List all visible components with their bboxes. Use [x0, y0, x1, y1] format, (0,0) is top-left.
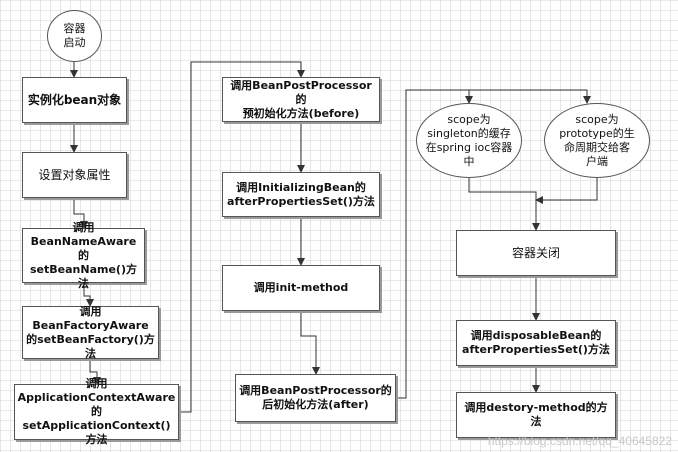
edge-bppafter-to-scopeprototype [406, 89, 591, 104]
set-properties-label: 设置对象属性 [38, 168, 111, 182]
aca-line3: setApplicationContext()方法 [22, 419, 171, 446]
ss-line3: 在spring ioc容器 [425, 140, 513, 154]
db-line2: afterPropertiesSet()方法 [462, 343, 610, 356]
ib-line1: 调用InitializingBean的 [236, 180, 366, 194]
edge-beanfactoryaware-to-appcontextaware [89, 359, 101, 385]
aca-line1: 调用 [85, 377, 108, 390]
bna-line2: BeanNameAware的 [30, 234, 137, 262]
ss-line2: singleton的缓存 [427, 126, 511, 140]
ss-line4: 中 [463, 154, 475, 168]
bppa-line1: 调用BeanPostProcessor的 [239, 384, 392, 397]
container-start-node: 容器启动 [47, 10, 102, 62]
bppa-line2: 后初始化方法(after) [262, 398, 369, 411]
bfa-line2: 的setBeanFactory()方 [26, 332, 155, 346]
set-properties-node: 设置对象属性 [22, 152, 127, 198]
instantiate-label: 实例化bean对象 [27, 93, 122, 107]
bppb-line1: 调用BeanPostProcessor的 [230, 78, 372, 106]
destroy-method-node: 调用destory-method的方法 [456, 392, 616, 438]
edge-beannameaware-to-beanfactoryaware [83, 283, 94, 307]
init-method-node: 调用init-method [222, 265, 380, 311]
sp-line3: 命周期交给客 [563, 140, 630, 154]
start-line1: 容器 [63, 22, 86, 35]
bfa-line1: 调用BeanFactoryAware [32, 304, 149, 332]
edge-appcontextaware-to-bppbefore [179, 61, 305, 413]
edge-setprops-to-beannameaware [73, 198, 88, 229]
destroy-method-label: 调用destory-method的方法 [464, 401, 608, 428]
instantiate-bean-node: 实例化bean对象 [22, 77, 127, 123]
edge-initmethod-to-bppafter [300, 311, 320, 375]
bpp-before-node: 调用BeanPostProcessor的预初始化方法(before) [222, 77, 380, 122]
edge-prototype-to-close [535, 178, 598, 204]
container-close-node: 容器关闭 [456, 230, 616, 276]
edge-singleton-to-close [468, 178, 540, 231]
bfa-line3: 法 [85, 346, 96, 360]
init-method-label: 调用init-method [253, 281, 349, 294]
ib-line2: afterPropertiesSet()方法 [227, 194, 375, 208]
sp-line4: 户端 [585, 154, 608, 168]
bppb-line2: 预初始化方法(before) [242, 106, 360, 120]
bpp-after-node: 调用BeanPostProcessor的后初始化方法(after) [235, 374, 396, 422]
db-line1: 调用disposableBean的 [470, 329, 602, 342]
aca-line2: ApplicationContextAware的 [17, 391, 176, 418]
watermark: https://blog.csdn.net/qq_40645822 [487, 434, 672, 448]
bna-line1: 调用 [72, 220, 95, 234]
sp-line1: scope为 [575, 112, 619, 126]
container-close-label: 容器关闭 [511, 246, 560, 260]
sp-line2: prototype的生 [559, 126, 635, 140]
ss-line1: scope为 [447, 112, 491, 126]
start-line2: 启动 [63, 36, 86, 49]
bna-line3: setBeanName()方法 [30, 262, 137, 290]
